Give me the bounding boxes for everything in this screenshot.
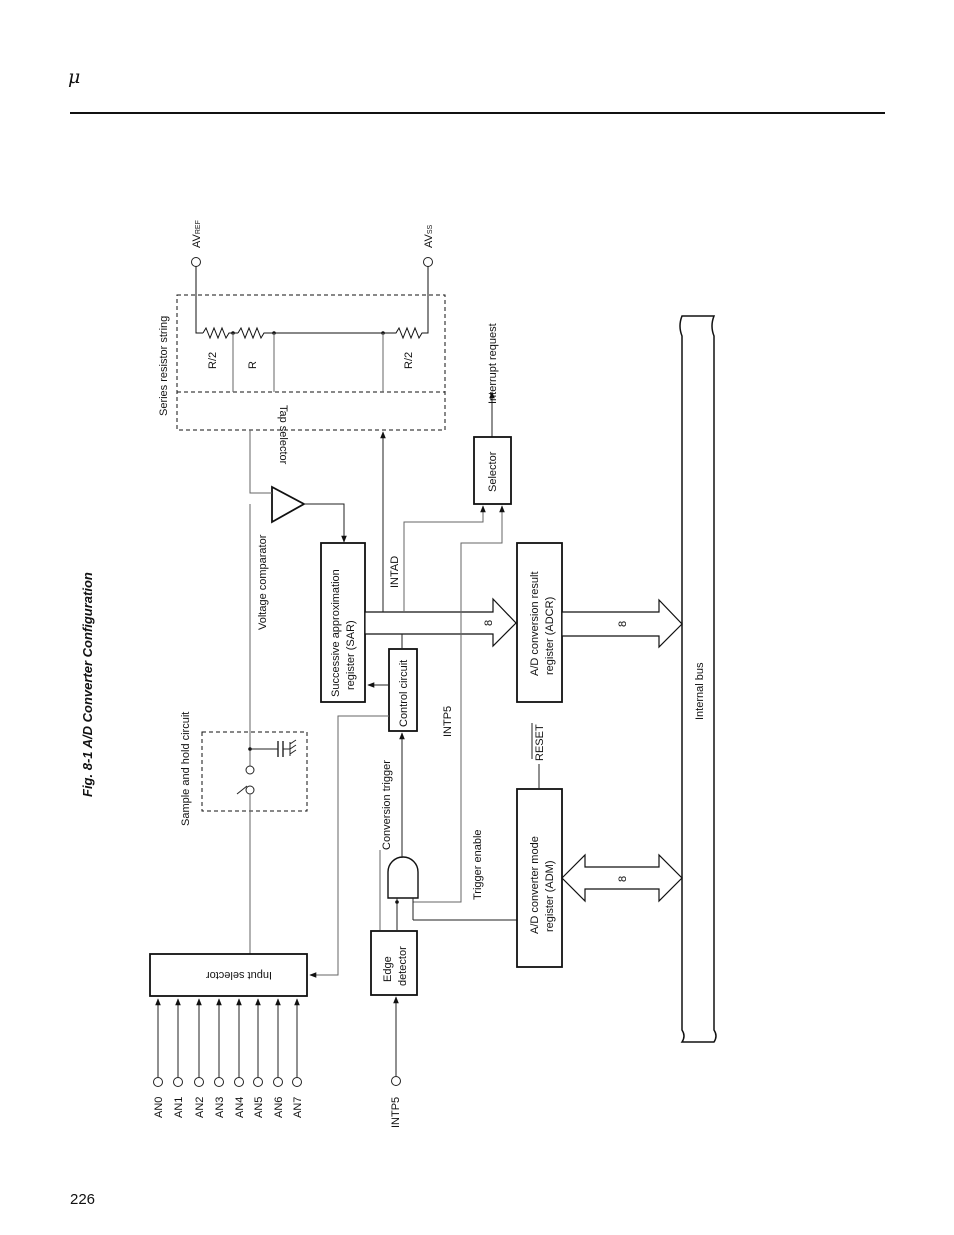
edge-detector-line1: Edge <box>382 956 394 982</box>
adm-label-line1: A/D converter mode <box>529 836 541 934</box>
control-circuit-label: Control circuit <box>398 660 410 727</box>
reset-label: RESET <box>534 724 546 761</box>
intp5-internal-label: INTP5 <box>442 706 454 737</box>
adm-internal-bus-link <box>561 853 683 903</box>
avref-sub: REF <box>195 220 202 234</box>
adcr-label-line1: A/D conversion result <box>529 571 541 676</box>
analog-input-label-6: AN6 <box>273 1097 285 1118</box>
intp5-pin <box>391 1076 401 1086</box>
control-circuit-block <box>388 648 418 732</box>
intp5-pin-label: INTP5 <box>390 1097 402 1128</box>
trigger-enable-wire <box>413 505 505 903</box>
trigger-enable-label: Trigger enable <box>472 829 484 900</box>
analog-input-label-3: AN3 <box>214 1097 226 1118</box>
adcr-bus-width: 8 <box>617 621 629 627</box>
analog-input-pin-1 <box>173 1077 183 1087</box>
tap-to-comparator-wire <box>249 430 272 494</box>
page-number: 226 <box>70 1191 96 1208</box>
analog-input-pin-3 <box>214 1077 224 1087</box>
selector-block <box>473 436 512 505</box>
r-mid-label: R <box>247 361 259 369</box>
sar-label-line2: register (SAR) <box>345 620 357 690</box>
avss-text: AV <box>423 233 435 248</box>
analog-input-label-5: AN5 <box>253 1097 265 1118</box>
input-selector-block <box>149 953 308 997</box>
r-half-top-label: R/2 <box>207 352 219 369</box>
analog-input-pins: AN0 AN1 AN2 AN3 AN4 AN5 AN6 AN7 <box>153 998 304 1118</box>
adm-label-line2: register (ADM) <box>544 860 556 932</box>
sar-label-line1: Successive approximation <box>330 569 342 697</box>
voltage-comparator <box>271 485 306 524</box>
control-to-input-selector <box>309 715 389 978</box>
sample-hold-label: Sample and hold circuit <box>180 712 192 826</box>
avss-sub: SS <box>427 224 434 234</box>
voltage-comparator-label: Voltage comparator <box>257 534 269 630</box>
avss-label: AVSS <box>423 224 435 248</box>
analog-input-pin-5 <box>253 1077 263 1087</box>
analog-input-pin-4 <box>234 1077 244 1087</box>
analog-input-label-2: AN2 <box>194 1097 206 1118</box>
input-selector-label: Input selector <box>206 969 272 981</box>
conversion-trigger-label: Conversion trigger <box>381 760 393 850</box>
series-resistor-label: Series resistor string <box>158 316 170 416</box>
analog-input-label-0: AN0 <box>153 1097 165 1118</box>
analog-input-pin-0 <box>153 1077 163 1087</box>
r-half-bottom-label: R/2 <box>403 352 415 369</box>
sar-block <box>320 542 366 703</box>
adm-bus-width: 8 <box>617 876 629 882</box>
sar-bus-width: 8 <box>483 620 495 626</box>
analog-input-label-4: AN4 <box>234 1097 246 1118</box>
analog-input-pin-6 <box>273 1077 283 1087</box>
header-rule <box>70 112 885 114</box>
edge-detector-line2: detector <box>397 946 409 986</box>
analog-input-label-1: AN1 <box>173 1097 185 1118</box>
internal-bus-label: Internal bus <box>694 662 706 720</box>
intad-label: INTAD <box>389 556 401 588</box>
avref-label: AVREF <box>191 220 203 248</box>
adcr-to-internal-bus <box>561 598 683 649</box>
figure-caption: Fig. 8-1 A/D Converter Configuration <box>80 572 95 797</box>
selector-label: Selector <box>487 451 499 492</box>
sample-hold-switch <box>236 504 297 955</box>
avref-text: AV <box>191 233 203 248</box>
analog-input-label-7: AN7 <box>292 1097 304 1118</box>
adcr-block <box>516 542 563 703</box>
analog-input-pin-2 <box>194 1077 204 1087</box>
comparator-to-sar-wire <box>304 503 347 543</box>
internal-bus <box>679 315 717 1043</box>
edge-junction <box>395 900 399 904</box>
and-gate <box>387 856 419 899</box>
series-resistor-block <box>176 294 446 431</box>
avref-pin <box>191 257 201 267</box>
tap-selector-label: Tap selector <box>277 405 289 465</box>
intad-wire <box>403 505 486 612</box>
analog-input-pin-7 <box>292 1077 302 1087</box>
adcr-label-line2: register (ADCR) <box>544 597 556 675</box>
sample-hold-block <box>201 731 308 812</box>
resistor-network <box>195 266 429 392</box>
edge-detector-block <box>370 930 418 996</box>
interrupt-request-label: Interrupt request <box>487 323 499 404</box>
avss-pin <box>423 257 433 267</box>
sar-to-adcr-bus <box>364 597 517 648</box>
header-symbol: μ <box>68 66 81 88</box>
